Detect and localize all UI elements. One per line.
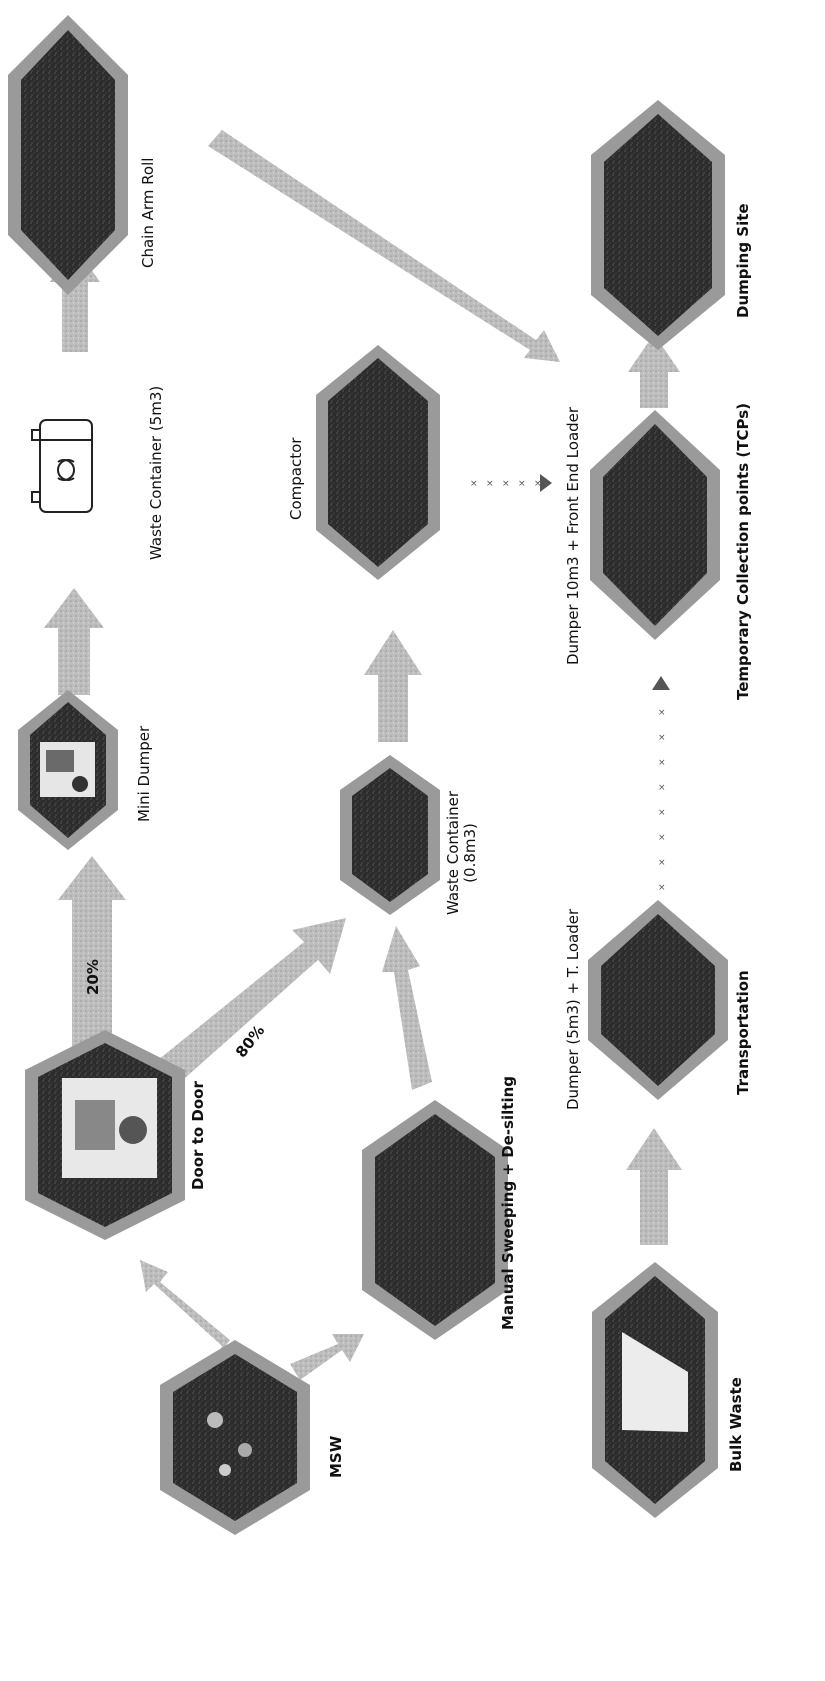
hex-transportation	[588, 900, 728, 1100]
svg-text:×: ×	[658, 833, 666, 843]
dotted-arrow-compactor-to-dumper: × × × × ×	[470, 474, 552, 492]
label-transportation: Transportation	[734, 970, 752, 1095]
arrow-mini-dumper-to-5m3	[44, 588, 104, 695]
svg-text:×: ×	[658, 883, 666, 893]
label-mini-dumper: Mini Dumper	[135, 725, 153, 822]
hex-compactor	[316, 345, 440, 580]
arrow-sweeping-to-container	[382, 926, 432, 1090]
svg-text:×: ×	[486, 479, 494, 489]
hex-door-to-door	[25, 1030, 185, 1240]
svg-text:×: ×	[518, 479, 526, 489]
label-compactor: Compactor	[287, 437, 305, 520]
hex-bulk-waste	[592, 1262, 718, 1518]
label-msw: MSW	[327, 1435, 345, 1478]
svg-text:×: ×	[658, 783, 666, 793]
hex-msw	[160, 1340, 310, 1535]
label-bulk-waste: Bulk Waste	[727, 1377, 745, 1472]
label-dumper-t-loader: Dumper (5m3) + T. Loader	[564, 908, 582, 1110]
arrow-chain-to-dumper	[208, 130, 560, 362]
arrow-msw-to-sweeping	[290, 1334, 364, 1380]
hex-tcps	[590, 410, 720, 640]
svg-text:×: ×	[534, 479, 542, 489]
svg-text:×: ×	[658, 808, 666, 818]
arrow-door-to-mini-dumper	[58, 856, 126, 1050]
label-waste-container-08: Waste Container (0.8m3)	[444, 790, 480, 915]
arrow-tcp-to-dumping	[628, 334, 680, 408]
label-manual-sweeping: Manual Sweeping + De-silting	[499, 1076, 517, 1330]
label-waste-container-5m3: Waste Container (5m3)	[147, 385, 165, 560]
hex-mini-dumper	[18, 690, 118, 850]
label-waste-container-08-line1: Waste Container	[444, 790, 462, 915]
svg-text:×: ×	[658, 708, 666, 718]
svg-text:×: ×	[502, 479, 510, 489]
recycle-bin-icon	[31, 419, 93, 513]
hex-manual-sweeping	[362, 1100, 508, 1340]
label-dumping-site: Dumping Site	[734, 203, 752, 318]
arrow-door-to-container	[158, 918, 346, 1086]
arrow-msw-to-door	[140, 1260, 230, 1356]
hex-waste-container-08	[340, 755, 440, 915]
label-chain-arm-roll: Chain Arm Roll	[139, 157, 157, 268]
arrow-bulk-to-transport	[626, 1128, 682, 1245]
hex-dumping-site	[591, 100, 725, 350]
svg-text:×: ×	[658, 858, 666, 868]
svg-text:×: ×	[658, 758, 666, 768]
label-door-to-door: Door to Door	[189, 1081, 207, 1190]
label-waste-container-08-line2: (0.8m3)	[461, 823, 480, 883]
svg-text:×: ×	[470, 479, 478, 489]
label-tcps: Temporary Collection points (TCPs)	[734, 403, 752, 700]
hex-chain-arm-roll	[8, 15, 128, 295]
label-dumper-front-end-loader: Dumper 10m3 + Front End Loader	[564, 406, 582, 665]
arrow-label-20-percent: 20%	[84, 959, 102, 995]
svg-text:×: ×	[658, 733, 666, 743]
arrow-container-to-compactor	[364, 630, 422, 742]
